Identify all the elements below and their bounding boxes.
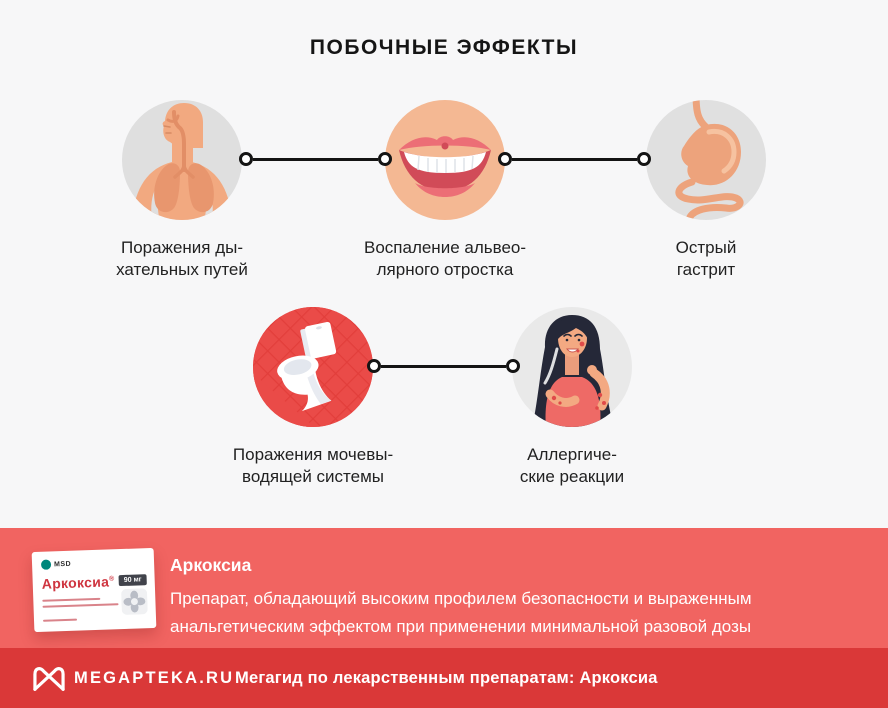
- effect-label: Поражения ды- хательных путей: [116, 238, 248, 280]
- page-title: ПОБОЧНЫЕ ЭФФЕКТЫ: [309, 36, 579, 59]
- effect-alveolar: Воспаление альвео- лярного отростка: [330, 100, 560, 282]
- connector-line: [239, 152, 392, 166]
- allergic-reaction-icon: [512, 307, 632, 427]
- footer-brand: MEGAPTEKA.RU: [74, 669, 235, 687]
- connector-ring: [498, 152, 512, 166]
- product-package-image: MSD Аркоксиа® 90 мг: [31, 547, 157, 633]
- footer-tagline: Мегагид по лекарственным препаратам: Арк…: [235, 669, 658, 687]
- respiratory-system-icon: [122, 100, 242, 220]
- banner-text: Аркоксиа Препарат, обладающий высоким пр…: [170, 555, 815, 640]
- effect-respiratory: Поражения ды- хательных путей: [67, 100, 297, 282]
- package-product-name: Аркоксиа®: [41, 573, 115, 592]
- effect-allergy: Аллергиче- ские реакции: [457, 307, 687, 489]
- connector-line: [367, 359, 520, 373]
- connector-ring: [506, 359, 520, 373]
- msd-logo-icon: [40, 559, 52, 570]
- tablet-icon: [121, 588, 148, 620]
- stomach-icon: [646, 100, 766, 220]
- effect-urinary: Поражения мочевы- водящей системы: [198, 307, 428, 489]
- effect-label: Поражения мочевы- водящей системы: [232, 445, 394, 487]
- connector-ring: [367, 359, 381, 373]
- effect-label: Острый гастрит: [675, 238, 737, 280]
- connector-line: [498, 152, 651, 166]
- connector-ring: [239, 152, 253, 166]
- connector-ring: [378, 152, 392, 166]
- package-fine-print: [43, 618, 78, 622]
- connector-ring: [637, 152, 651, 166]
- toilet-icon: [253, 307, 373, 427]
- smile-teeth-icon: [385, 100, 505, 220]
- product-name: Аркоксиа: [170, 555, 252, 575]
- megapteka-logo-icon: [30, 663, 68, 698]
- package-fine-print: [42, 597, 101, 602]
- msd-brand: MSD: [40, 559, 71, 570]
- dose-badge: 90 мг: [118, 574, 147, 587]
- effect-label: Аллергиче- ские реакции: [519, 445, 625, 487]
- effect-label: Воспаление альвео- лярного отростка: [363, 238, 527, 280]
- effect-gastritis: Острый гастрит: [591, 100, 821, 282]
- product-banner: MSD Аркоксиа® 90 мг: [0, 528, 888, 648]
- package-fine-print: [42, 603, 119, 608]
- footer-bar: MEGAPTEKA.RU Мегагид по лекарственным пр…: [0, 648, 888, 708]
- product-description: Препарат, обладающий высоким профилем бе…: [170, 589, 752, 636]
